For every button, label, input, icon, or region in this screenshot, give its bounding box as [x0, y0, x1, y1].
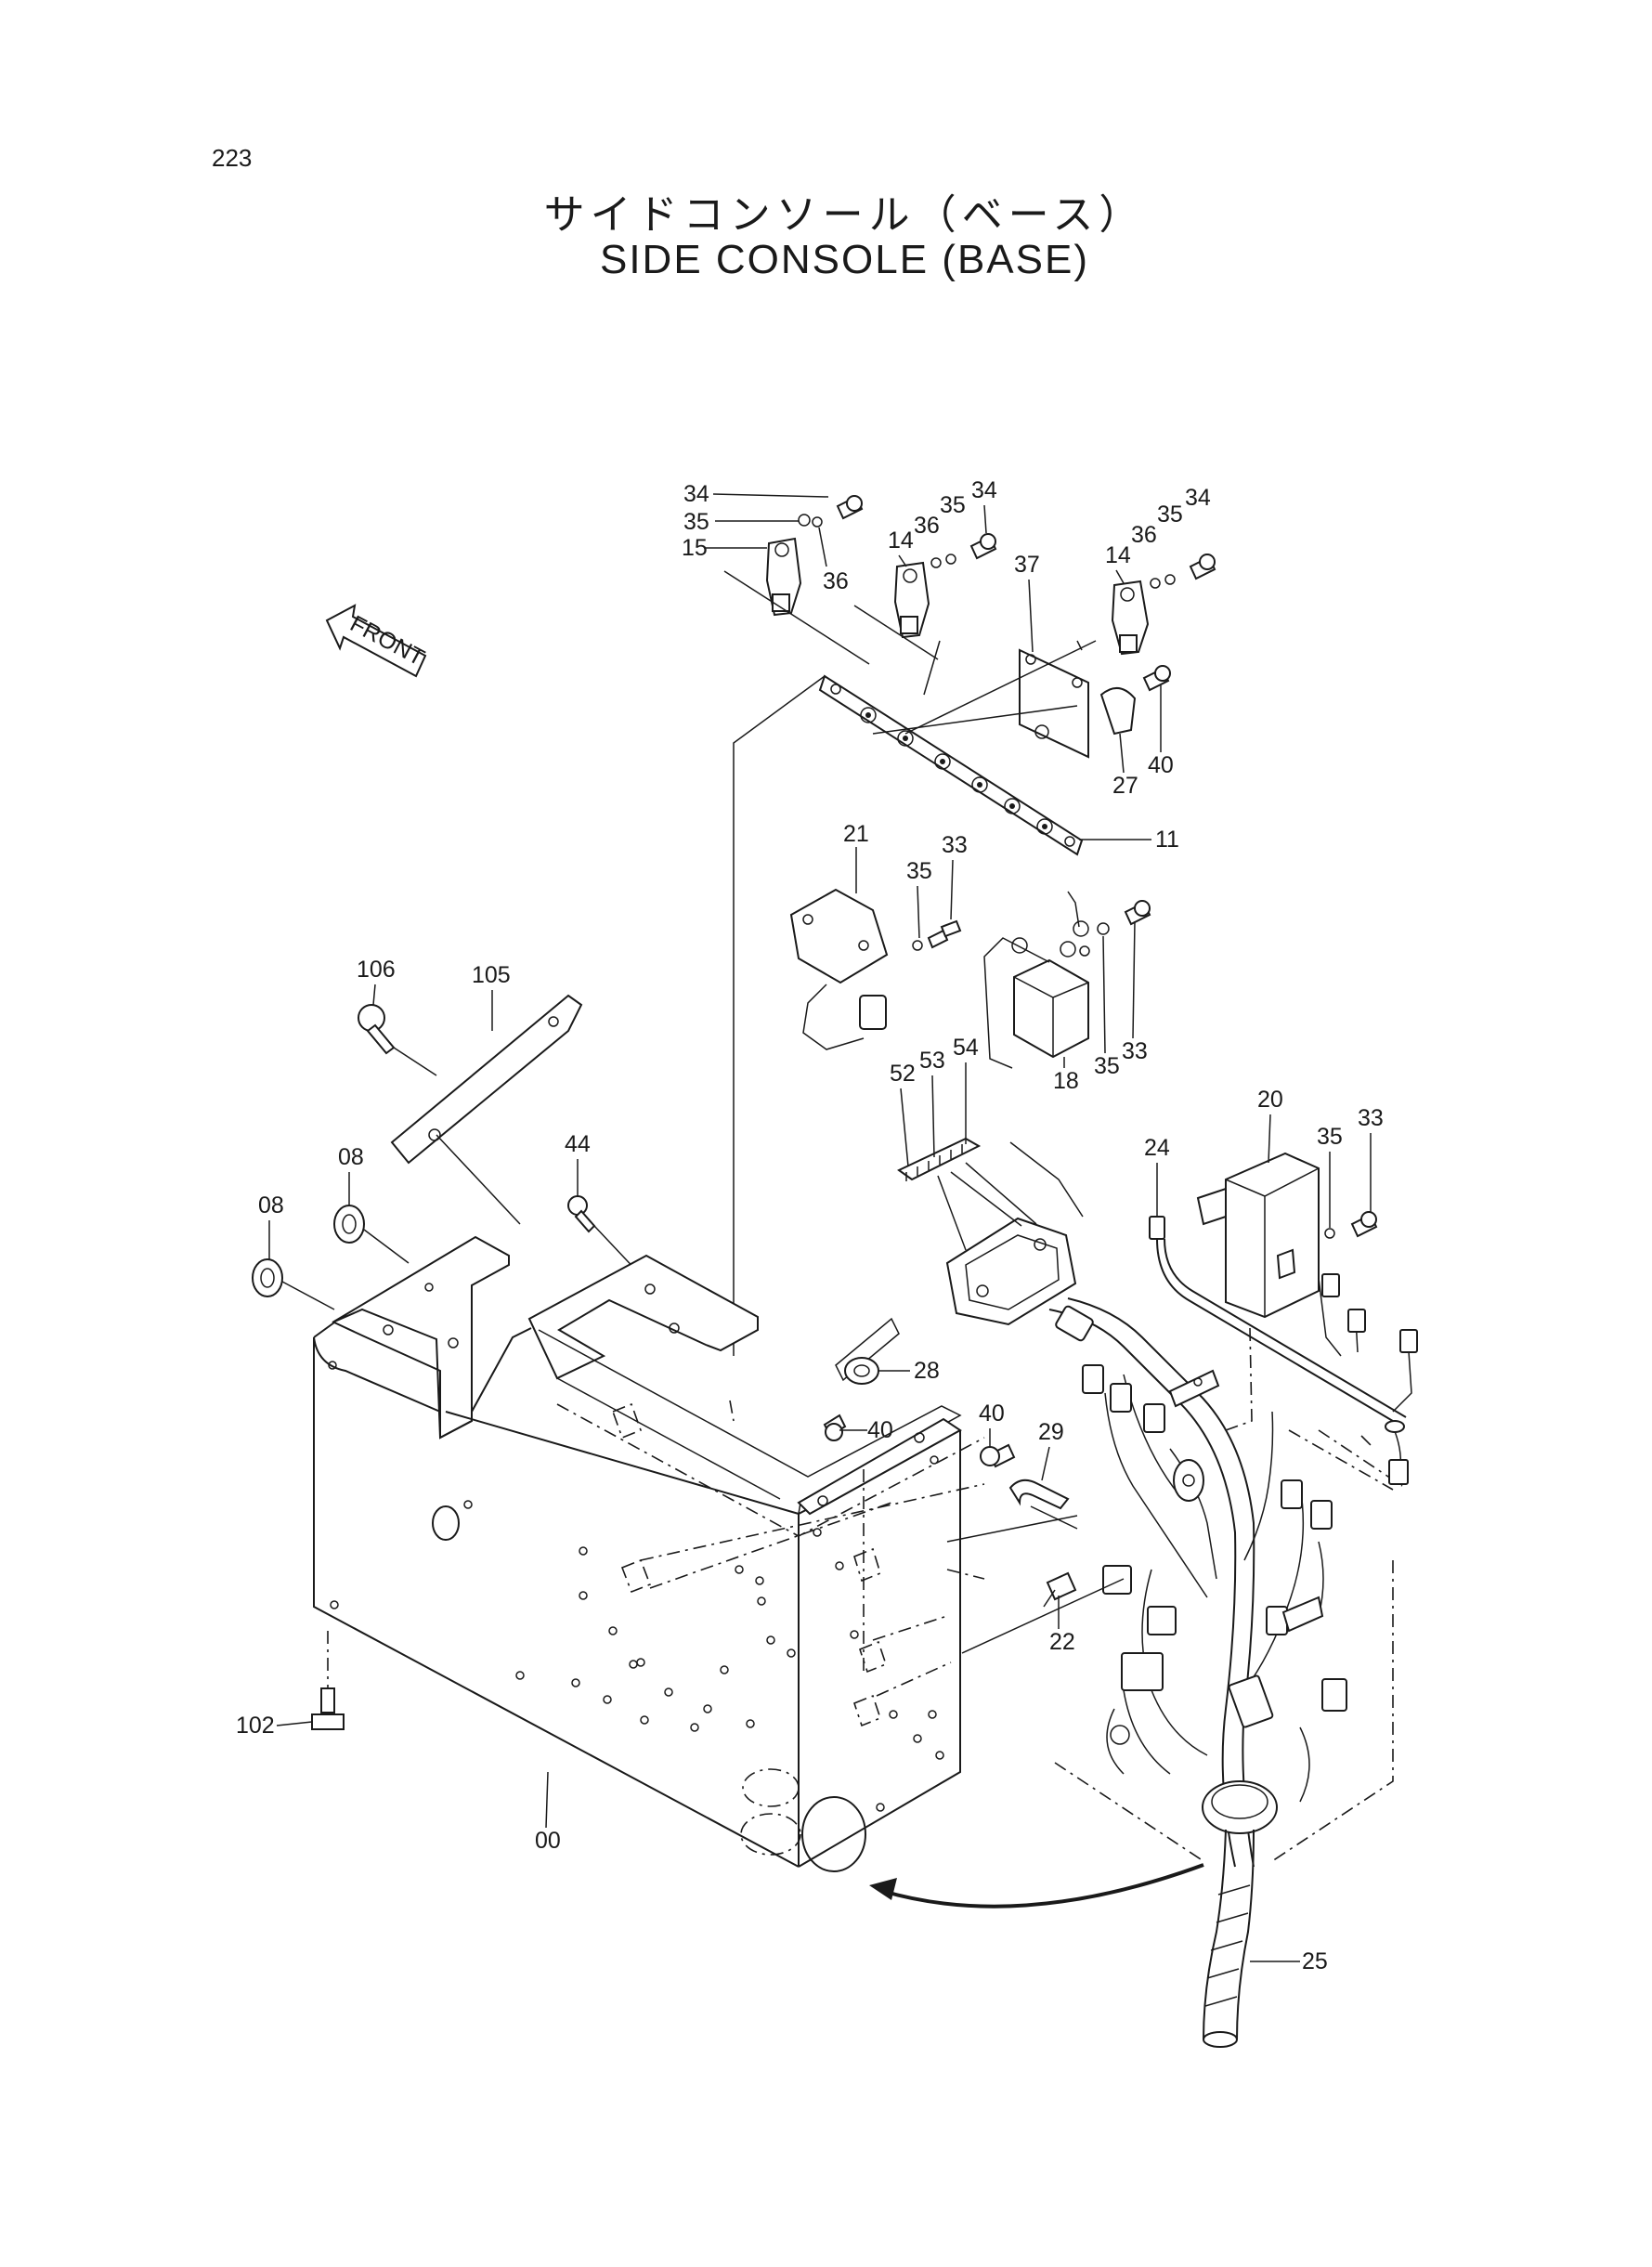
front-arrow: FRONT	[325, 604, 429, 678]
bolt-40c	[980, 1443, 1016, 1468]
callout-102: 102	[236, 1713, 275, 1739]
callout-105: 105	[472, 962, 511, 988]
callout-36c: 36	[1131, 522, 1157, 548]
front-arrow-label: FRONT	[345, 610, 428, 671]
callout-08b: 08	[338, 1144, 364, 1170]
callout-25: 25	[1302, 1948, 1328, 1974]
page-number: 223	[212, 144, 253, 172]
callout-27: 27	[1112, 773, 1138, 799]
callout-36b: 36	[914, 513, 940, 539]
grommet-08a	[252, 1258, 283, 1297]
callout-33c: 33	[1358, 1105, 1384, 1131]
callout-11: 11	[1155, 827, 1179, 853]
callout-34b: 34	[971, 477, 997, 503]
top-fasteners	[798, 495, 1216, 736]
callout-18: 18	[1053, 1068, 1079, 1094]
wire-25	[1203, 1829, 1255, 2048]
callout-52: 52	[890, 1061, 916, 1087]
callout-35c: 35	[1157, 502, 1183, 528]
relay-14a	[893, 561, 930, 639]
callout-33a: 33	[942, 832, 968, 858]
callout-44: 44	[565, 1131, 591, 1157]
screw-106	[358, 1004, 437, 1076]
callout-40b: 40	[867, 1417, 893, 1443]
title-japanese: サイドコンソール（ベース）	[543, 192, 1146, 238]
bolt-102	[311, 1631, 345, 1730]
callout-00: 00	[535, 1828, 561, 1854]
callout-20: 20	[1257, 1087, 1283, 1113]
callout-14a: 14	[888, 528, 914, 554]
callout-24: 24	[1144, 1135, 1170, 1161]
callout-35b: 35	[940, 492, 966, 518]
clip-22	[1043, 1571, 1077, 1608]
clamp-29	[1008, 1479, 1078, 1530]
wire-harness	[1048, 1297, 1347, 1868]
callout-08a: 08	[258, 1192, 284, 1218]
callout-21: 21	[843, 821, 869, 847]
callout-35a: 35	[683, 509, 709, 535]
plate-37	[1019, 648, 1089, 759]
screw-44	[567, 1195, 596, 1233]
callout-40a: 40	[1148, 752, 1174, 778]
relay-15	[765, 537, 802, 617]
clamp-28	[835, 1317, 900, 1385]
connector-block-52-54	[897, 1137, 982, 1181]
callout-106: 106	[357, 957, 396, 983]
callouts: 34 35 15 36 14 36 35 34 37 14 36 35 34 4…	[236, 477, 1384, 1974]
buzzer-21	[789, 888, 889, 1050]
console-body-00	[313, 1235, 985, 1872]
callout-28: 28	[914, 1358, 940, 1384]
assembly-arrow	[869, 1863, 1204, 1909]
controller-20	[1196, 1152, 1320, 1319]
callout-37: 37	[1014, 552, 1040, 578]
wire-24	[1149, 1216, 1418, 1485]
callout-35e: 35	[1094, 1053, 1120, 1079]
callout-40c: 40	[979, 1401, 1005, 1427]
connector-housing	[945, 1217, 1077, 1326]
callout-34a: 34	[683, 481, 709, 507]
grommet-08b	[333, 1205, 365, 1244]
callout-14b: 14	[1105, 542, 1131, 568]
bolt-40b	[823, 1414, 847, 1441]
callout-33b: 33	[1122, 1038, 1148, 1064]
cover-plate-105	[390, 994, 583, 1165]
callout-36a: 36	[823, 568, 849, 594]
callout-34c: 34	[1185, 485, 1211, 511]
title-english: SIDE CONSOLE (BASE)	[599, 237, 1089, 282]
callout-35d: 35	[906, 858, 932, 884]
callout-35f: 35	[1317, 1124, 1343, 1150]
callout-22: 22	[1049, 1629, 1075, 1655]
callout-15: 15	[682, 535, 708, 561]
connector-strip-11	[818, 674, 1084, 856]
callout-29: 29	[1038, 1419, 1064, 1445]
callout-53: 53	[919, 1048, 945, 1074]
callout-54: 54	[953, 1035, 979, 1061]
relay-14b	[1111, 580, 1150, 656]
relay-18	[983, 891, 1090, 1069]
